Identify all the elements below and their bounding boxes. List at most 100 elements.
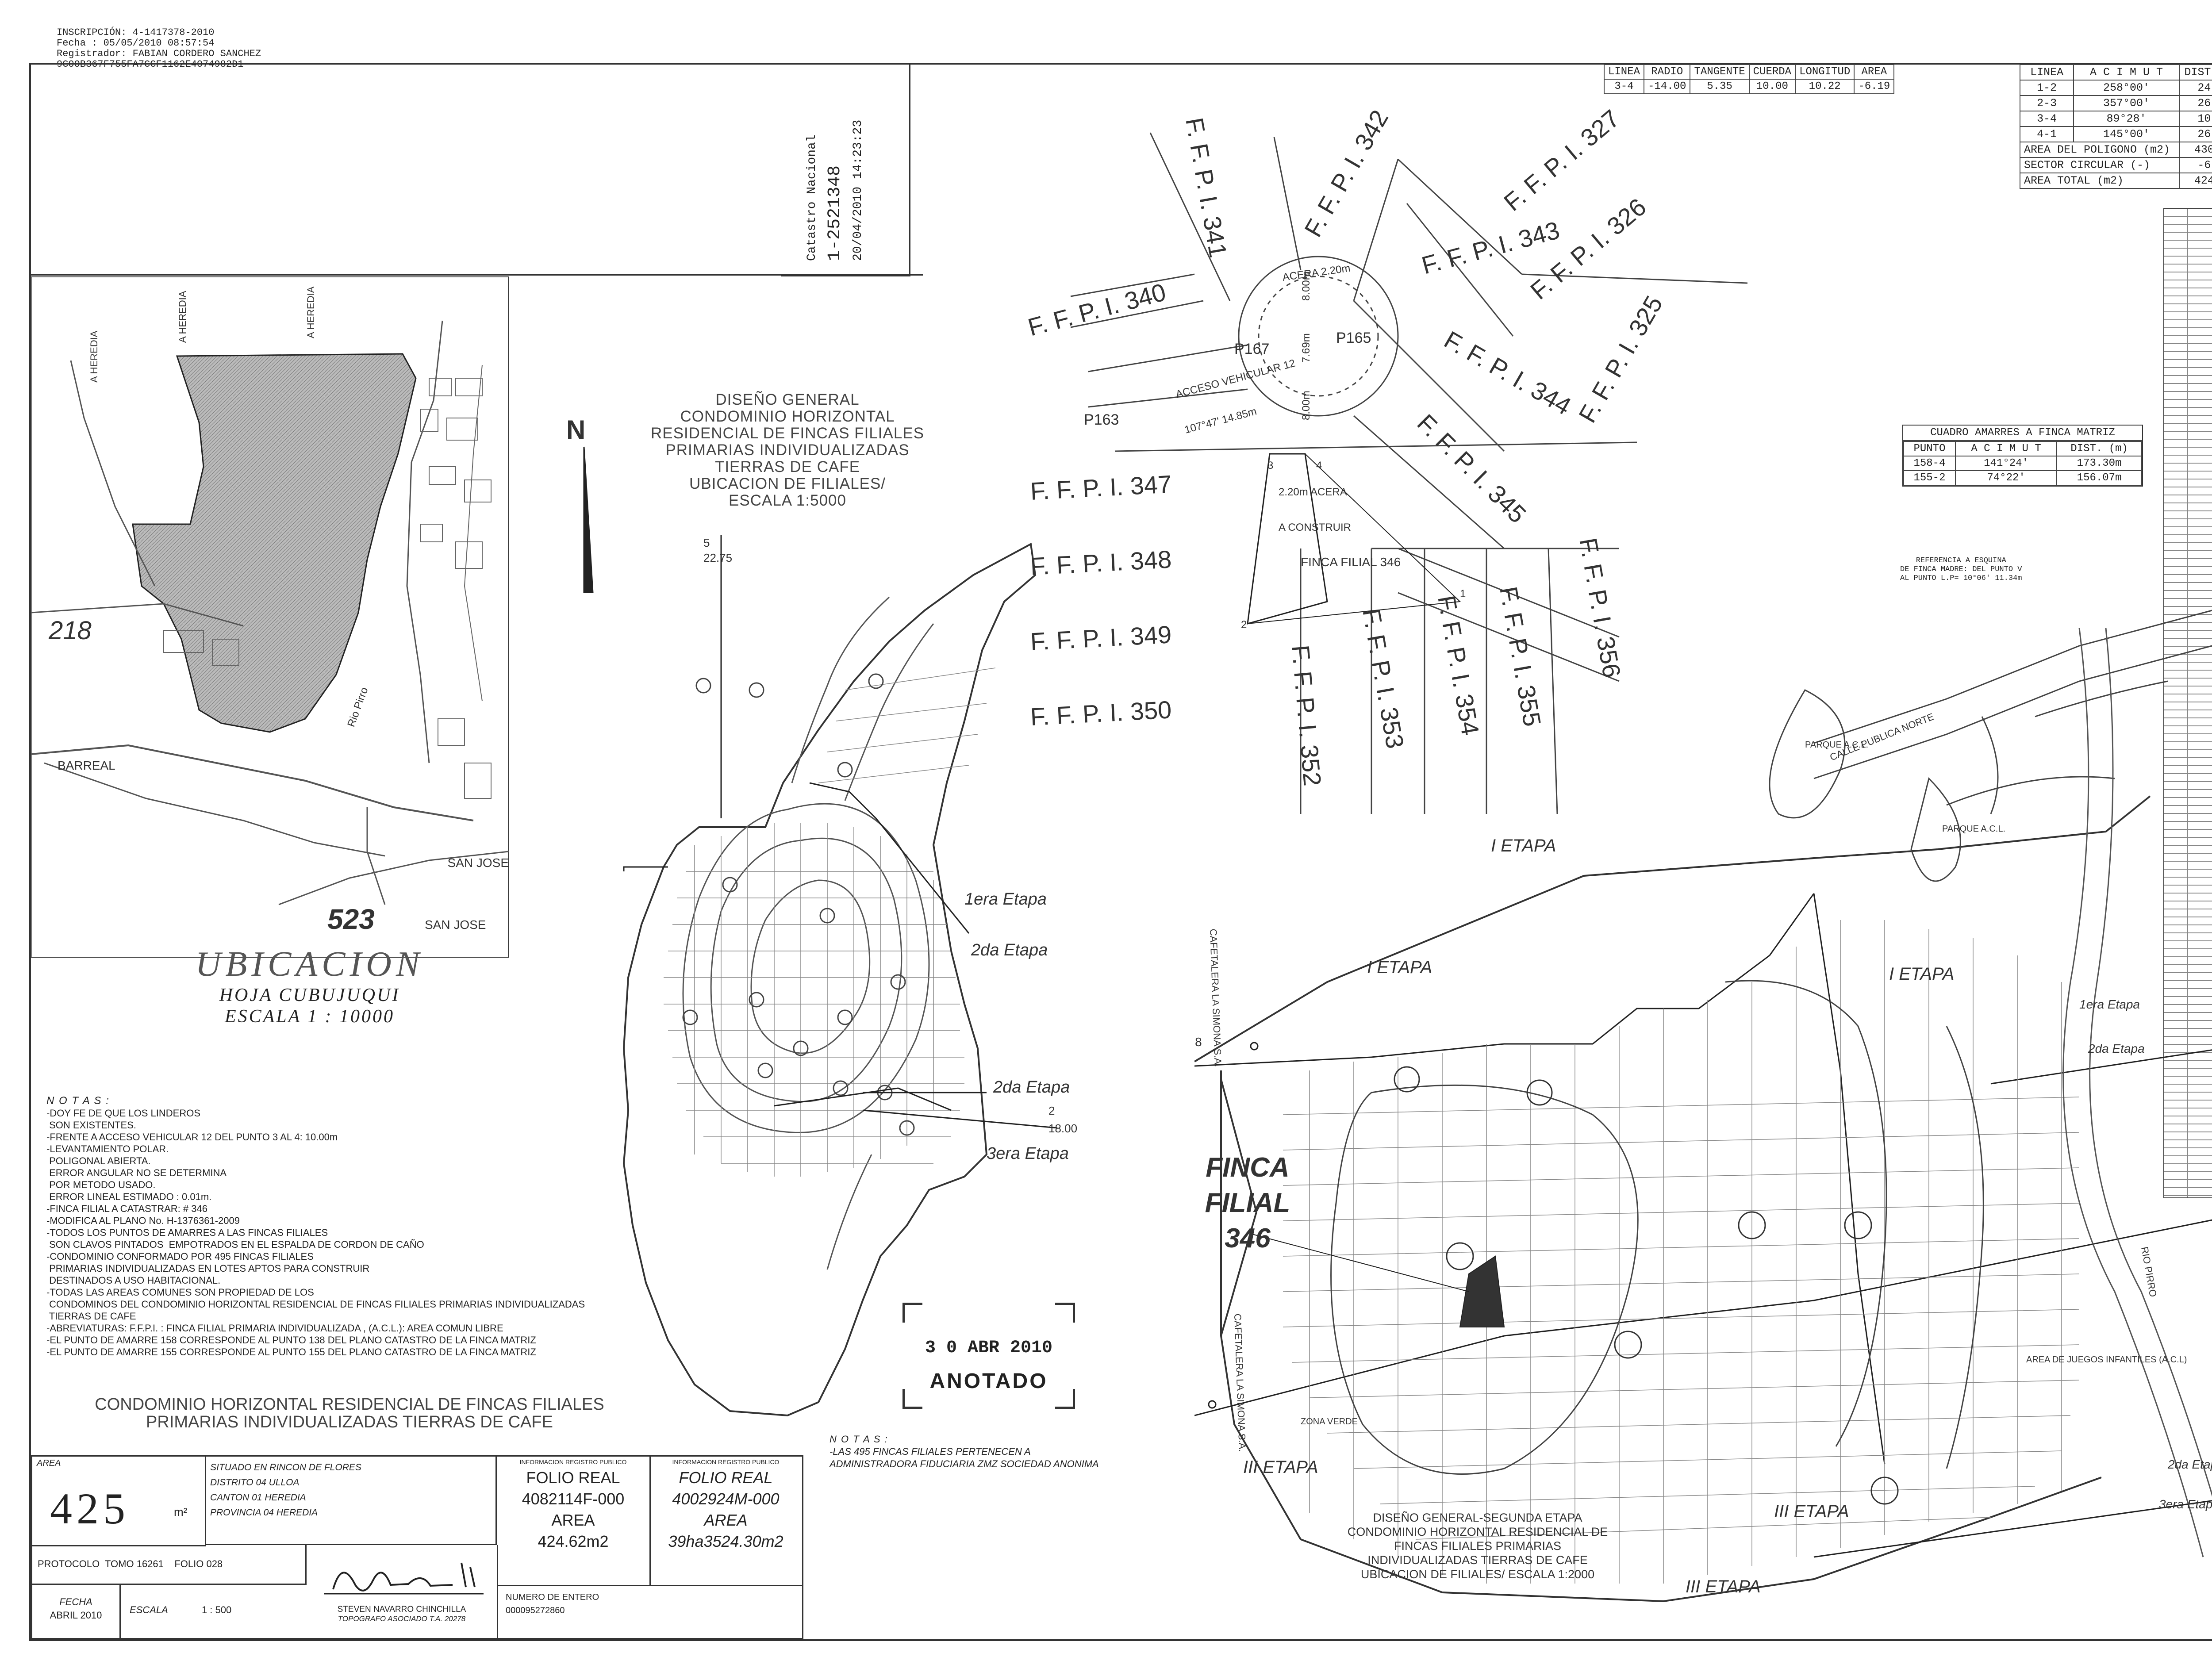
amarres-cell: 173.30m	[2056, 456, 2142, 471]
note-line: -DOY FE DE QUE LOS LINDEROS	[46, 1108, 201, 1119]
note-line: -LEVANTAMIENTO POLAR.	[46, 1143, 169, 1154]
point-158-marker	[1250, 1042, 1259, 1051]
road-network	[1330, 680, 2168, 1475]
lot-label: F. F. P. I. 345	[1412, 409, 1532, 529]
design-title-line: DISEÑO GENERAL	[715, 391, 860, 408]
folio-label: FOLIO REAL	[679, 1469, 773, 1487]
park-label: PARQUE A.C.L.	[1805, 740, 1868, 750]
stage-boundary-labels: 1era Etapa 2da Etapa 2da Etapa 3era Etap…	[2079, 997, 2212, 1511]
river-line	[2089, 628, 2212, 1497]
finca-callout-line: FINCA	[1206, 1152, 1289, 1183]
point-3: 3	[1267, 460, 1273, 472]
overview-plan: 5 22.75 2 18.00 1era Etapa 2da Etapa 2da…	[622, 535, 1077, 1417]
place-san-jose: SAN JOSE	[425, 918, 486, 932]
place-san-jose: SAN JOSE	[448, 856, 509, 870]
note-line: -MODIFICA AL PLANO No. H-1376361-2009	[46, 1215, 240, 1226]
condo-title-line: CONDOMINIO HORIZONTAL RESIDENCIAL DE FIN…	[95, 1395, 604, 1414]
note-line: -TODAS LAS AREAS COMUNES SON PROPIEDAD D…	[46, 1287, 314, 1298]
acimut-cell: 26.53	[2178, 126, 2212, 142]
place-barreal: BARREAL	[58, 759, 115, 772]
lot-label: F. F. P. I. 347	[1029, 470, 1172, 505]
acimut-cell: 357°00'	[2073, 95, 2180, 111]
curve-header-cell: CUERDA	[1748, 64, 1796, 80]
place-heredia: A HEREDIA	[88, 330, 100, 383]
stage-plan-boundary	[1194, 795, 2151, 1603]
area-cell: AREA 425 m²	[32, 1457, 206, 1546]
lot-label-218: 218	[48, 616, 92, 645]
registry-cell-2: INFORMACION REGISTRO PUBLICO FOLIO REAL …	[649, 1457, 802, 1585]
curve-cell: 3-4	[1603, 79, 1645, 94]
canton-text: CANTON 01 HEREDIA	[210, 1492, 306, 1503]
amarres-title: CUADRO AMARRES A FINCA MATRIZ	[1903, 426, 2142, 441]
notes-2-line: -LAS 495 FINCAS FILIALES PERTENECEN A	[830, 1446, 1031, 1457]
note-line: -CONDOMINIO CONFORMADO POR 495 FINCAS FI…	[46, 1251, 314, 1262]
location-map: 218 523 BARREAL SAN JOSE SAN JOSE A HERE…	[31, 276, 509, 958]
amarres-header-cell: A C I M U T	[1955, 441, 2058, 456]
area-summary-row: AREA DEL POLIGONO (m2)430.82	[2020, 142, 2212, 158]
acceso-label: ACCESO VEHICULAR 12	[1175, 357, 1297, 401]
road-line	[406, 320, 443, 763]
urban-blocks	[163, 378, 492, 799]
acimut-table: LINEA A C I M U T DIST. (m) 1-2258°00'24…	[2019, 64, 2212, 189]
acimut-cell: 3-4	[2019, 111, 2074, 127]
note-line: SON CLAVOS PINTADOS EMPOTRADOS EN EL ESP…	[46, 1239, 424, 1250]
curve-header-cell: LINEA	[1603, 64, 1645, 80]
stage-label-2: 2da Etapa	[971, 941, 1048, 959]
note-line: CONDOMINOS DEL CONDOMINIO HORIZONTAL RES…	[46, 1299, 585, 1310]
summary-value: -6.19	[2178, 157, 2212, 173]
summary-label: AREA TOTAL (m2)	[2020, 173, 2180, 189]
notes-block: N O T A S : -DOY FE DE QUE LOS LINDEROS …	[46, 1095, 585, 1358]
finca-label: FINCA FILIAL 346	[1301, 555, 1401, 569]
curve-cell: 10.22	[1795, 79, 1855, 94]
stage-plan-title: DISEÑO GENERAL-SEGUNDA ETAPA CONDOMINIO …	[1348, 1511, 1608, 1581]
stage-iii-label: III ETAPA	[1774, 1502, 1849, 1521]
curve-cell: 10.00	[1748, 79, 1796, 94]
notes-2-line: ADMINISTRADORA FIDUCIARIA ZMZ SOCIEDAD A…	[830, 1458, 1099, 1469]
amarres-cell: 156.07m	[2056, 470, 2142, 486]
area-label: AREA	[37, 1458, 61, 1468]
area-value: 425	[50, 1484, 130, 1533]
registry-title: INFORMACION REGISTRO PUBLICO	[519, 1458, 627, 1465]
referencia-line: AL PUNTO L.P= 10°06' 11.34m	[1900, 574, 2022, 583]
referencia-note: REFERENCIA A ESQUINA DE FINCA MADRE: DEL…	[1900, 556, 2022, 583]
road-line	[70, 360, 156, 587]
stage-plan-title-line: INDIVIDUALIZADAS TIERRAS DE CAFE	[1367, 1553, 1588, 1567]
registry-cell-1: INFORMACION REGISTRO PUBLICO FOLIO REAL …	[497, 1457, 651, 1585]
topografo-title: TOPOGRAFO ASOCIADO T.A. 20278	[338, 1615, 466, 1623]
design-title-line: RESIDENCIAL DE FINCAS FILIALES	[650, 425, 925, 442]
acera-bottom-label: 2.20m ACERA	[1279, 486, 1347, 498]
coord-1800: 18.00	[1048, 1122, 1077, 1135]
north-arrow-icon	[583, 446, 594, 593]
acimut-cell: 258°00'	[2073, 80, 2180, 96]
amarres-header: PUNTO A C I M U T DIST. (m)	[1903, 441, 2142, 456]
folio-value: 4082114F-000	[522, 1490, 625, 1508]
divider-top	[29, 274, 923, 276]
green-zone-label: ZONA VERDE	[1301, 1417, 1358, 1427]
note-line: TIERRAS DE CAFE	[46, 1311, 136, 1322]
stage-plan-title-line: FINCAS FILIALES PRIMARIAS	[1394, 1539, 1561, 1553]
finca-callout-line: FILIAL	[1205, 1188, 1290, 1218]
catastro-title: Catastro Nacional	[805, 134, 819, 261]
registry-area-value: 39ha3524.30m2	[668, 1532, 783, 1550]
design-title-line: ESCALA 1:5000	[729, 492, 846, 509]
acimut-table-header: LINEA A C I M U T DIST. (m)	[2019, 64, 2212, 81]
river-label: RIO PIRRO	[2139, 1246, 2159, 1298]
point-1: 1	[1460, 588, 1466, 600]
area-summary-row: AREA TOTAL (m2)424.62	[2020, 173, 2212, 189]
stage-iii-label: III ETAPA	[1686, 1577, 1761, 1596]
street-line	[1813, 610, 2212, 744]
referencia-line: REFERENCIA A ESQUINA	[1916, 556, 2006, 565]
acimut-cell: 26.74	[2178, 95, 2212, 111]
lot-label: F. F. P. I. 340	[1025, 278, 1169, 341]
stage-divider-lines	[1194, 893, 2212, 1558]
protocolo-cell: PROTOCOLO TOMO 16261 FOLIO 028	[32, 1545, 307, 1585]
stage-plan-title-line: DISEÑO GENERAL-SEGUNDA ETAPA	[1373, 1511, 1582, 1524]
registry-area-value: 424.62m2	[538, 1532, 609, 1550]
road-line	[278, 851, 509, 905]
road-line	[464, 364, 483, 702]
stamp-status: ANOTADO	[929, 1369, 1048, 1393]
summary-label: SECTOR CIRCULAR (-)	[2020, 157, 2180, 173]
